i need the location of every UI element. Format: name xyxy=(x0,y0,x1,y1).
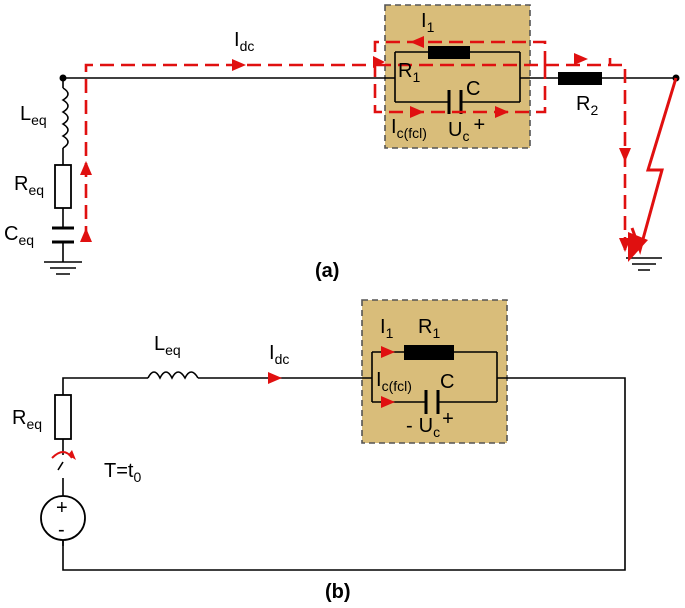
label-uc-b: -Uc+ xyxy=(406,408,454,440)
label-i1-a: I1 xyxy=(421,10,435,35)
arrow-left-a xyxy=(373,56,385,68)
arrow-ic-a-1 xyxy=(410,106,424,118)
arrow-idc-b xyxy=(268,372,282,384)
arrow-ic-b xyxy=(381,396,395,408)
caption-a: (a) xyxy=(315,260,339,282)
fault-arrow xyxy=(630,77,678,255)
capacitor-a xyxy=(447,90,463,114)
switch-b xyxy=(57,439,64,496)
label-c-b: C xyxy=(440,371,454,393)
label-r1-a: R1 xyxy=(398,60,420,85)
source-minus: - xyxy=(58,519,65,541)
label-switch-b: T=t0 xyxy=(104,460,141,485)
ground-left-a xyxy=(44,261,82,275)
fault-arrow-head xyxy=(628,232,648,262)
label-leq-b: Leq xyxy=(154,333,181,358)
arrow-down-a-1 xyxy=(619,148,631,162)
arrow-up-a-1 xyxy=(80,161,92,175)
req-resistor-a xyxy=(54,164,72,209)
arrow-i1-b xyxy=(381,346,395,358)
inductor-leq-a xyxy=(61,87,69,149)
source-plus: + xyxy=(56,497,68,519)
label-idc-b: Idc xyxy=(269,342,289,367)
label-ic-a: Ic(fcl) xyxy=(391,116,427,141)
r1-resistor-b xyxy=(404,345,454,360)
arrow-idc-a xyxy=(232,59,246,71)
inductor-leq-b xyxy=(147,371,199,380)
label-req-a: Req xyxy=(14,173,44,198)
arrow-i1-a xyxy=(410,36,424,48)
label-uc-a: Uc+ xyxy=(448,114,485,144)
req-resistor-b xyxy=(54,394,72,440)
current-path-a-right xyxy=(545,63,627,250)
label-ceq-a: Ceq xyxy=(4,223,34,248)
panel-b: Leq Idc I1 R1 Ic(fcl) C -Uc+ Req T=t0 + … xyxy=(12,299,626,603)
ceq-capacitor-a xyxy=(52,226,74,244)
ground-right-a xyxy=(626,257,662,271)
panel-a: Idc I1 R1 C Ic(fcl) Uc+ R2 Leq Req Ceq (… xyxy=(4,4,680,282)
label-i1-b: I1 xyxy=(380,316,394,341)
capacitor-b xyxy=(424,390,440,414)
label-c-a: C xyxy=(466,78,480,100)
switch-arrow xyxy=(68,450,76,460)
label-idc-a: Idc xyxy=(234,29,254,54)
arrow-down-a-2 xyxy=(619,238,631,252)
arrow-up-a-2 xyxy=(80,228,92,242)
fcl-box-b xyxy=(361,299,508,444)
arrow-r2-a xyxy=(574,53,588,65)
label-r1-b: R1 xyxy=(418,316,440,341)
main-loop-b xyxy=(62,377,626,571)
label-leq-a: Leq xyxy=(20,103,47,128)
label-req-b: Req xyxy=(12,407,42,432)
arrow-ic-a-2 xyxy=(495,106,509,118)
r1-resistor-a xyxy=(428,46,470,59)
label-r2-a: R2 xyxy=(576,93,598,118)
label-ic-b: Ic(fcl) xyxy=(376,369,412,394)
r2-resistor-a xyxy=(558,72,602,85)
fcl-box-a xyxy=(384,4,531,149)
caption-b: (b) xyxy=(325,581,351,603)
